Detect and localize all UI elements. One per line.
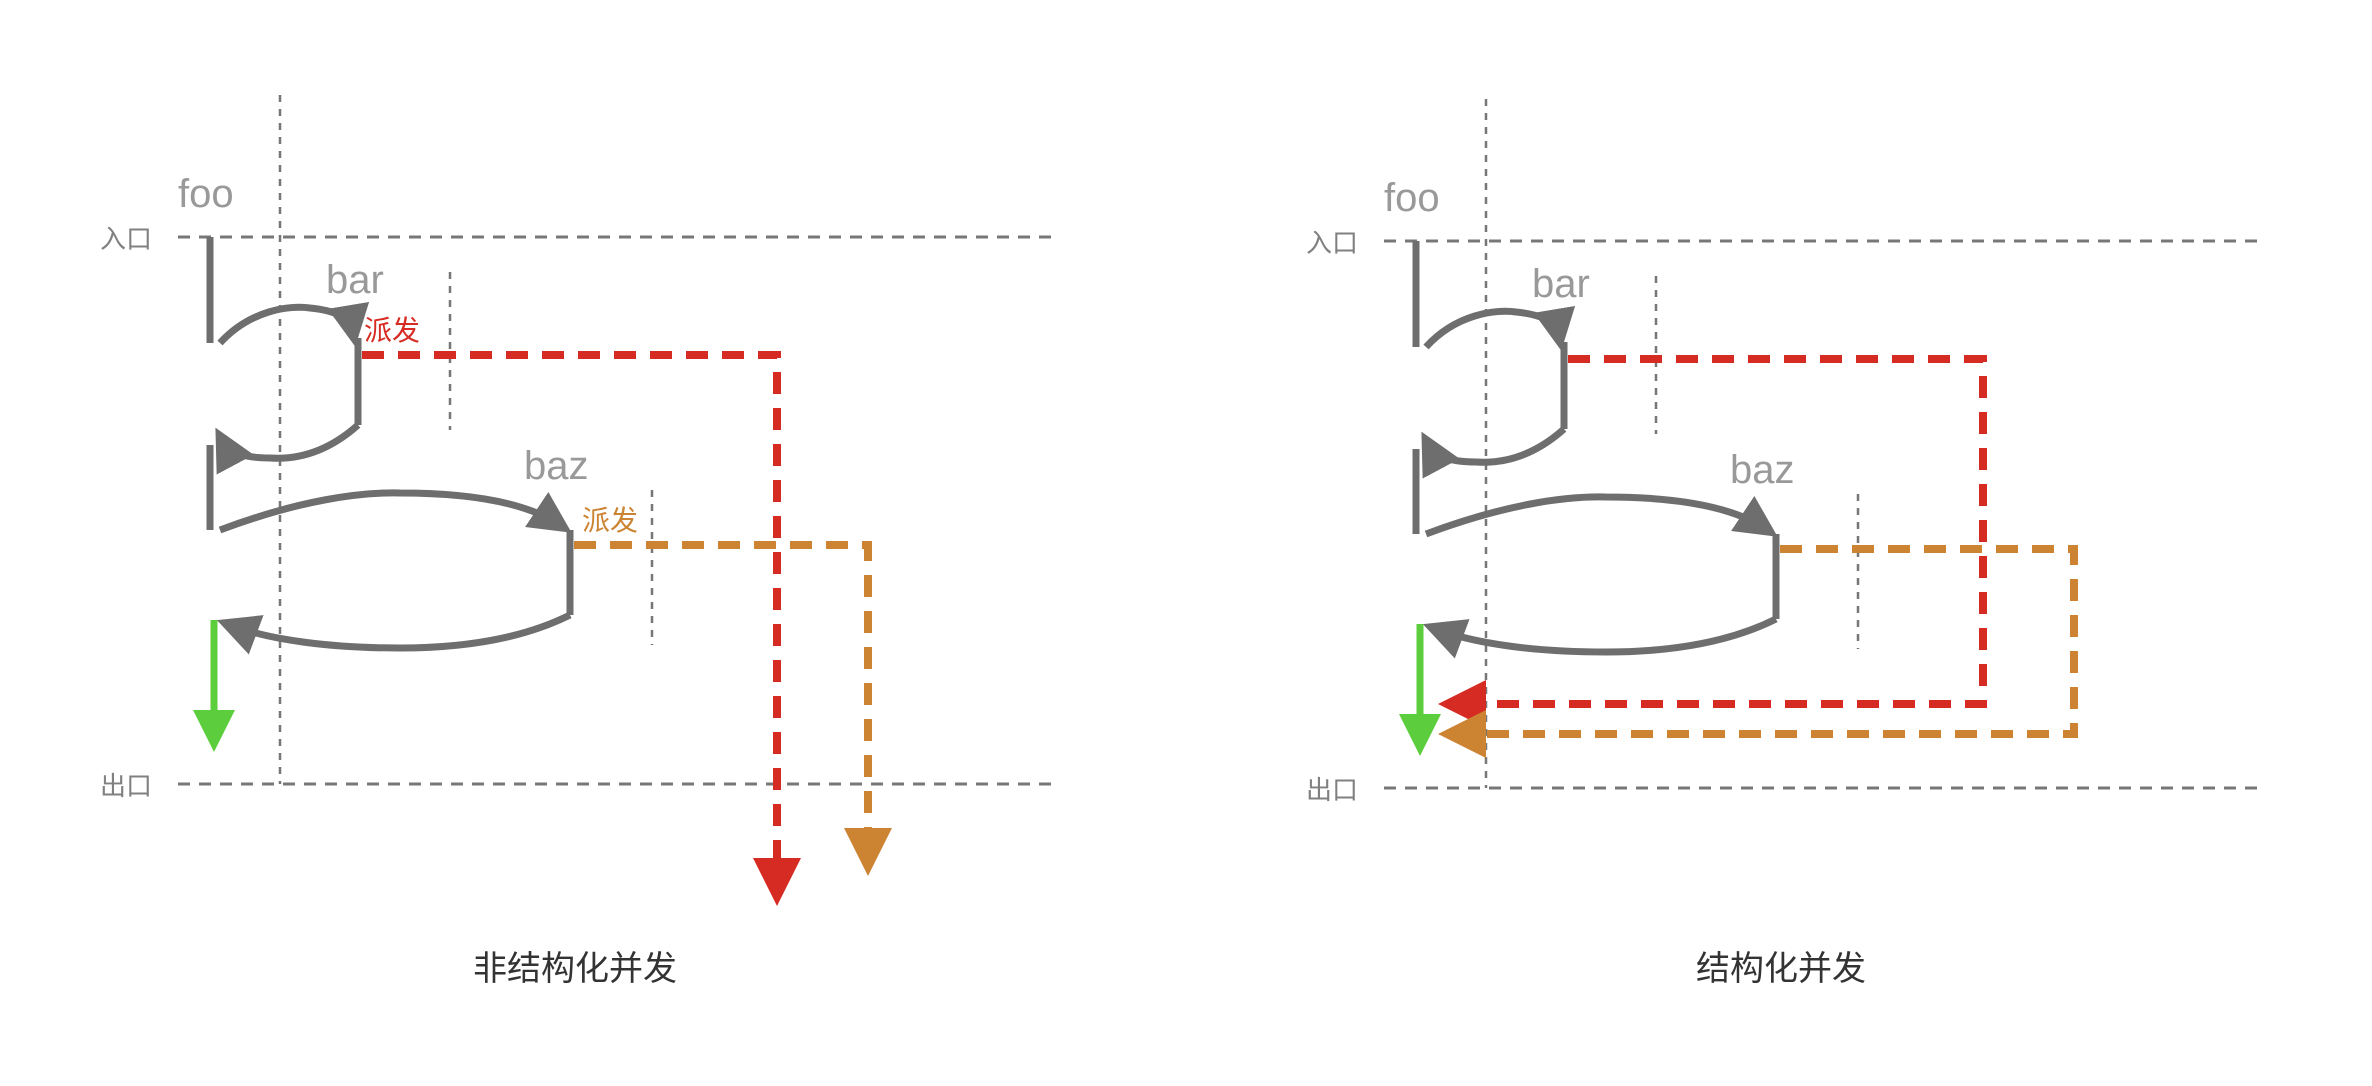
call-bar-arrow <box>1423 305 1576 351</box>
bar-dispatch-path <box>362 351 801 906</box>
baz-dispatch-path <box>574 541 892 876</box>
baz-label: baz <box>524 444 589 488</box>
entry-label: 入口 <box>100 225 152 255</box>
baz-label: baz <box>1730 448 1795 492</box>
foo-label: foo <box>1384 176 1440 220</box>
return-bar-arrow <box>215 422 361 475</box>
entry-label: 入口 <box>1306 229 1358 259</box>
dispatch-baz-label: 派发 <box>582 504 638 537</box>
call-bar-arrow <box>217 301 370 347</box>
foo-label: foo <box>178 172 234 216</box>
baz-dispatch-path <box>1438 545 2078 758</box>
return-baz-arrow <box>1422 615 1778 659</box>
panel-unstructured: 入口 出口 foo bar baz 派发 派发 非结构化并发 <box>100 95 1060 989</box>
bar-label: bar <box>326 258 384 302</box>
bar-label: bar <box>1532 262 1590 306</box>
dispatch-bar-label: 派发 <box>364 314 420 347</box>
call-baz-arrow <box>1424 493 1778 538</box>
call-baz-arrow <box>218 489 572 534</box>
panel-caption: 非结构化并发 <box>473 949 677 989</box>
exit-label: 出口 <box>1306 776 1358 806</box>
bar-dispatch-path <box>1438 355 1987 728</box>
return-bar-arrow <box>1421 426 1567 479</box>
panel-structured: 入口 出口 foo bar baz 结构化并发 <box>1306 99 2266 989</box>
exit-label: 出口 <box>100 772 152 802</box>
return-baz-arrow <box>216 611 572 655</box>
panel-caption: 结构化并发 <box>1696 949 1866 989</box>
